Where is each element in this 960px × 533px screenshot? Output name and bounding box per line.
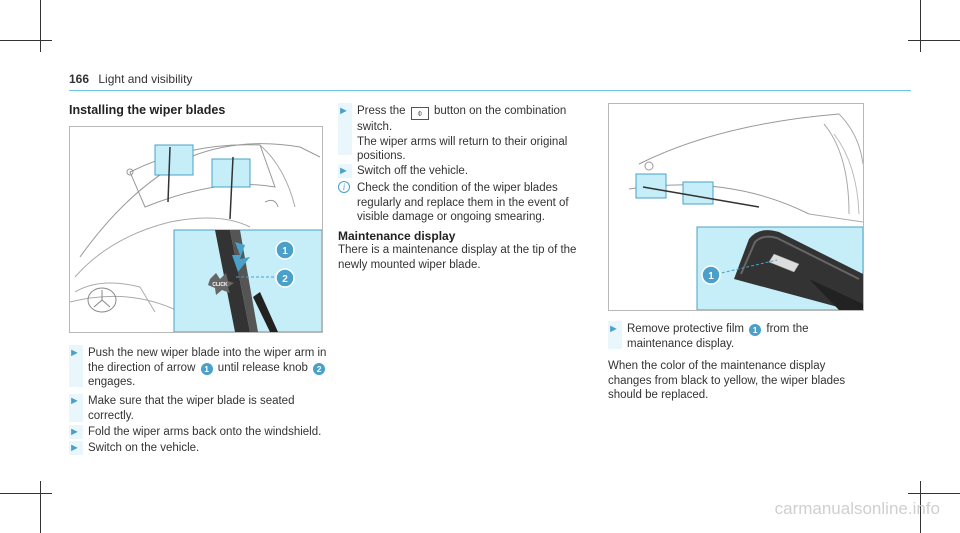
step-4: ► Switch on the vehicle. — [69, 441, 328, 456]
step-arrow-icon: ► — [338, 165, 349, 177]
step-text: Push the new wiper blade into the wiper … — [88, 347, 327, 374]
step-3: ► Fold the wiper arms back onto the wind… — [69, 425, 338, 440]
step-text: Switch on the vehicle. — [88, 442, 200, 454]
info-text: Check the condition of the wiper blades … — [357, 182, 569, 223]
step-arrow-icon: ► — [338, 105, 349, 117]
info-icon: i — [338, 181, 350, 193]
step-text: button on the combination switch. — [357, 105, 567, 133]
color-change-text: When the color of the maintenance displa… — [608, 360, 846, 401]
step-text: Make sure that the wiper blade is seated… — [88, 395, 295, 422]
step-bar — [69, 345, 83, 387]
step-text: Switch off the vehicle. — [357, 165, 469, 177]
step-remove-film: ► Remove protective film 1 from the main… — [608, 322, 863, 351]
maintenance-text: There is a maintenance display at the ti… — [338, 244, 577, 271]
step-bar — [69, 441, 83, 455]
step-arrow-icon: ► — [69, 442, 80, 454]
step-bar — [69, 394, 83, 422]
crop-mark — [40, 481, 41, 533]
knob-badge: 2 — [313, 362, 326, 375]
arrow-badge: 1 — [200, 362, 213, 375]
click-label: CLICK — [212, 282, 228, 288]
watermark: carmanualsonline.info — [774, 499, 940, 518]
wiper-install-figure: 1 2 CLICK — [69, 126, 323, 333]
step-arrow-icon: ► — [69, 426, 80, 438]
step-bar — [338, 103, 352, 155]
info-note: i Check the condition of the wiper blade… — [338, 181, 597, 225]
step-text: Fold the wiper arms back onto the windsh… — [88, 426, 322, 438]
step-text: until release knob — [217, 361, 308, 374]
step-bar — [338, 164, 352, 178]
step-2: ► Make sure that the wiper blade is seat… — [69, 394, 328, 423]
page-number: 166 — [69, 72, 90, 86]
section-title: Installing the wiper blades — [69, 103, 226, 117]
page-header: 166 Light and visibility — [69, 72, 192, 86]
step-bar — [608, 321, 622, 349]
step-arrow-icon: ► — [69, 347, 80, 359]
callout-1: 1 — [282, 246, 288, 257]
film-badge: 1 — [749, 324, 762, 336]
step-text: The wiper arms will return to their orig… — [357, 135, 568, 163]
step-switch-off: ► Switch off the vehicle. — [338, 164, 593, 179]
crop-mark — [40, 0, 41, 52]
wiper-button-icon: ⌽ — [410, 107, 429, 120]
crop-mark — [908, 493, 960, 494]
step-1: ► Push the new wiper blade into the wipe… — [69, 346, 328, 390]
step-bar — [69, 425, 83, 439]
step-arrow-icon: ► — [608, 323, 619, 335]
step-text: from the maintenance display. — [627, 323, 809, 350]
crop-mark — [908, 40, 960, 41]
step-press-button: ► Press the ⌽ button on the combination … — [338, 104, 593, 164]
crop-mark — [920, 0, 921, 52]
crop-mark — [0, 40, 52, 41]
callout-2: 2 — [282, 274, 288, 285]
step-text: engages. — [88, 376, 136, 388]
section-name: Light and visibility — [98, 72, 193, 86]
callout-1: 1 — [708, 271, 714, 282]
crop-mark — [0, 493, 52, 494]
maintenance-heading: Maintenance display — [338, 229, 456, 243]
crop-mark — [920, 481, 921, 533]
step-text: Remove protective film — [627, 323, 744, 335]
step-text: Press the — [357, 105, 406, 117]
header-rule — [69, 90, 911, 91]
maintenance-display-figure: 1 — [608, 103, 864, 311]
step-arrow-icon: ► — [69, 395, 80, 407]
